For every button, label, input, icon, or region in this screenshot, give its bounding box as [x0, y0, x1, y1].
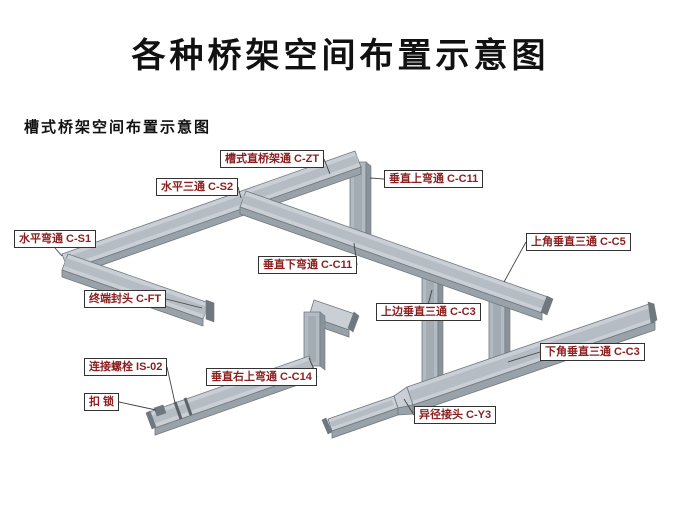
bolt-plate — [173, 401, 183, 420]
leader-line-s2 — [237, 186, 242, 199]
leader-line-c3-down — [507, 351, 541, 363]
tray-run-left-north — [61, 150, 362, 278]
bolt-plate — [183, 397, 193, 416]
section-subtitle: 槽式桥架空间布置示意图 — [24, 119, 212, 136]
leader-line-c5 — [503, 241, 527, 283]
leader-line-y3 — [403, 398, 415, 416]
riser-stub-cap — [347, 311, 360, 333]
leader-line-c11-up — [369, 177, 385, 180]
vertical-riser-c3 — [421, 267, 444, 397]
leader-line-lock — [118, 401, 157, 411]
leader-line-s1 — [54, 247, 63, 257]
riser-c14 — [303, 299, 360, 371]
leader-line-czt — [323, 158, 331, 175]
lock-fitting — [153, 404, 167, 417]
bottom-right-end-cap — [647, 301, 658, 324]
leader-line-cft — [165, 298, 203, 309]
bottom-left-end-cap — [321, 417, 333, 435]
tray-run-terminal — [61, 253, 215, 327]
cross-run-end-cap — [540, 295, 554, 316]
leader-lines — [54, 158, 541, 416]
end-cap — [205, 299, 215, 323]
tray-run-cross-east — [239, 190, 554, 321]
page-title: 各种桥架空间布置示意图 — [131, 37, 550, 75]
lower-left-end-cap — [145, 410, 157, 430]
tray-run-lower-left — [145, 355, 316, 436]
leader-line-is02 — [166, 366, 176, 404]
leader-line-c3-up — [428, 289, 433, 304]
